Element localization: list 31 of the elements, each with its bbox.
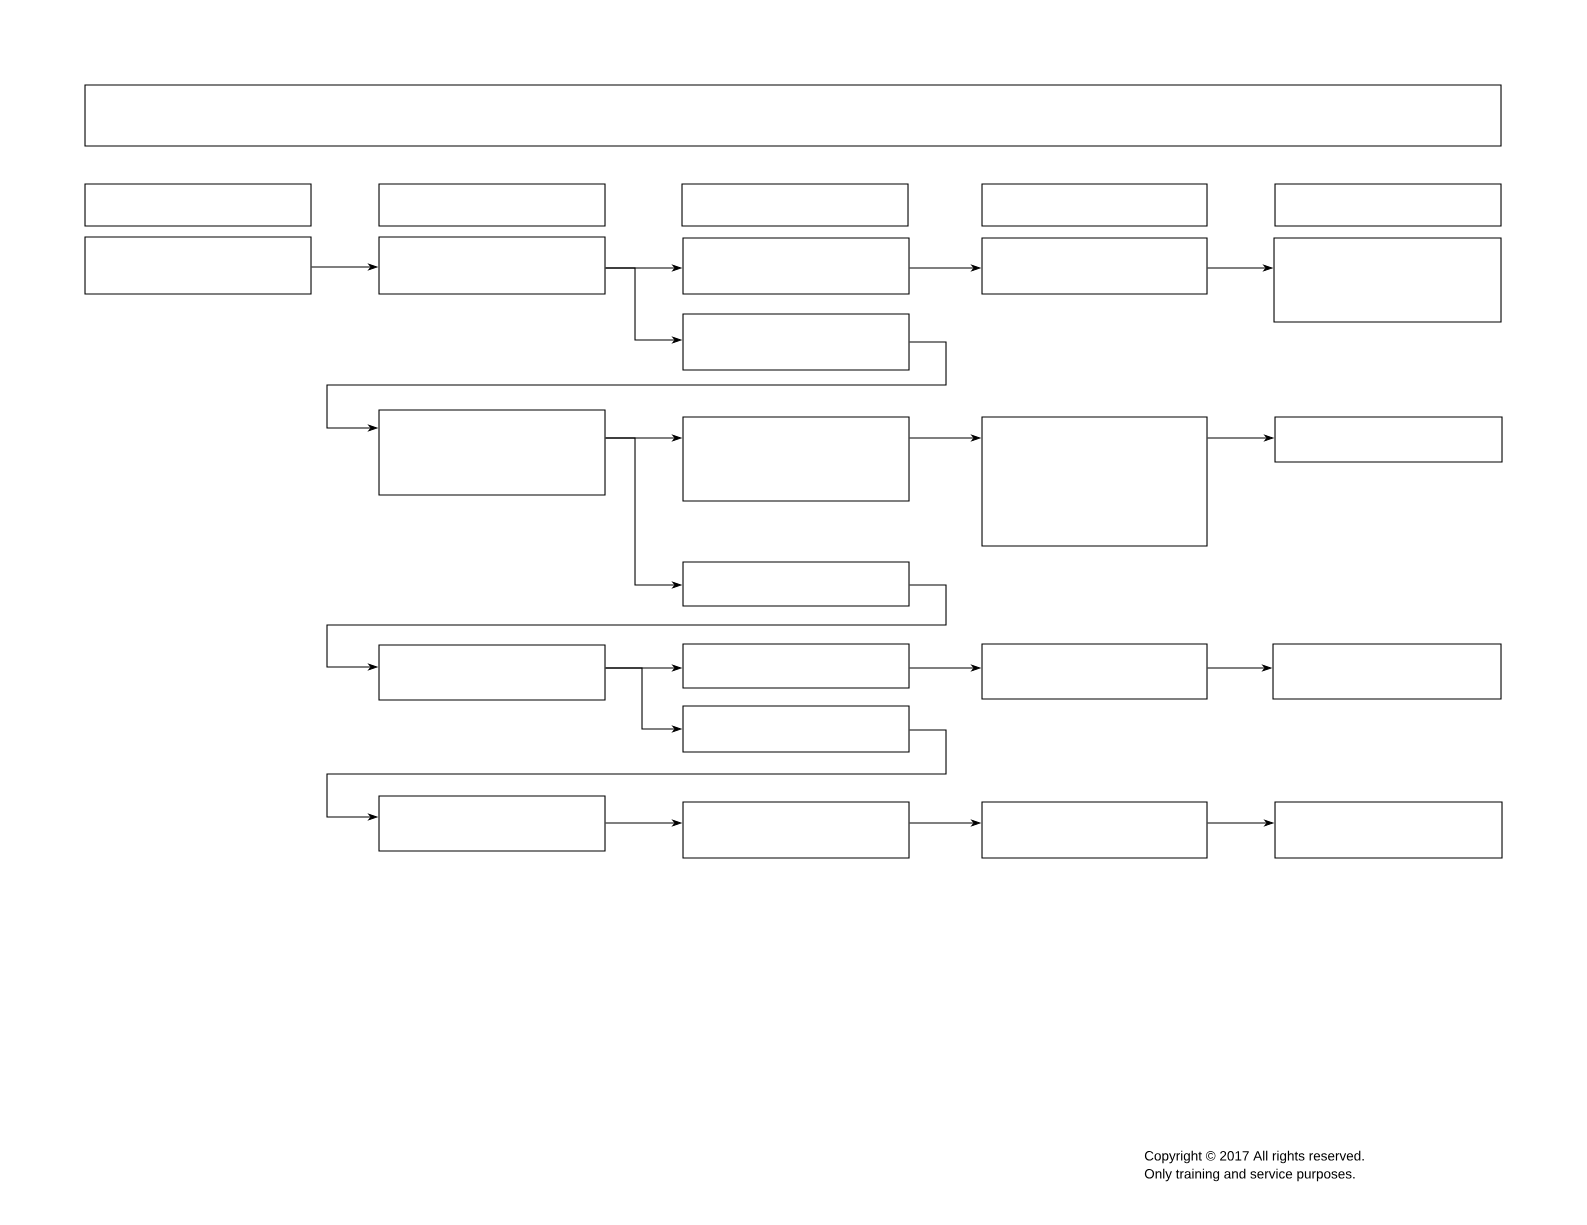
process-box [1273,237,1502,323]
process-box [981,416,1208,547]
process-box [981,801,1208,859]
process-box [1274,416,1503,463]
process-box [1274,801,1503,859]
process-box [682,561,910,607]
process-box [682,416,910,502]
copyright-note: Copyright © 2017 All rights reserved. [1144,1150,1364,1164]
title-box [84,84,1502,147]
header-box [1274,183,1502,227]
arrow [326,729,947,821]
process-box [981,237,1208,295]
process-box [378,795,606,852]
process-box [682,643,910,689]
arrow [326,584,947,671]
process-box [682,705,910,753]
process-box [84,236,312,295]
header-box [981,183,1208,227]
process-box [1272,643,1502,700]
process-box [682,237,910,295]
process-box [378,409,606,496]
process-box [378,236,606,295]
header-box [84,183,312,227]
process-box [981,643,1208,700]
process-box [682,313,910,371]
process-box [378,644,606,701]
copyright-note: Only training and service purposes. [1144,1168,1355,1182]
header-box [378,183,606,227]
arrow [326,341,947,432]
header-box [681,183,909,227]
process-box [682,801,910,859]
